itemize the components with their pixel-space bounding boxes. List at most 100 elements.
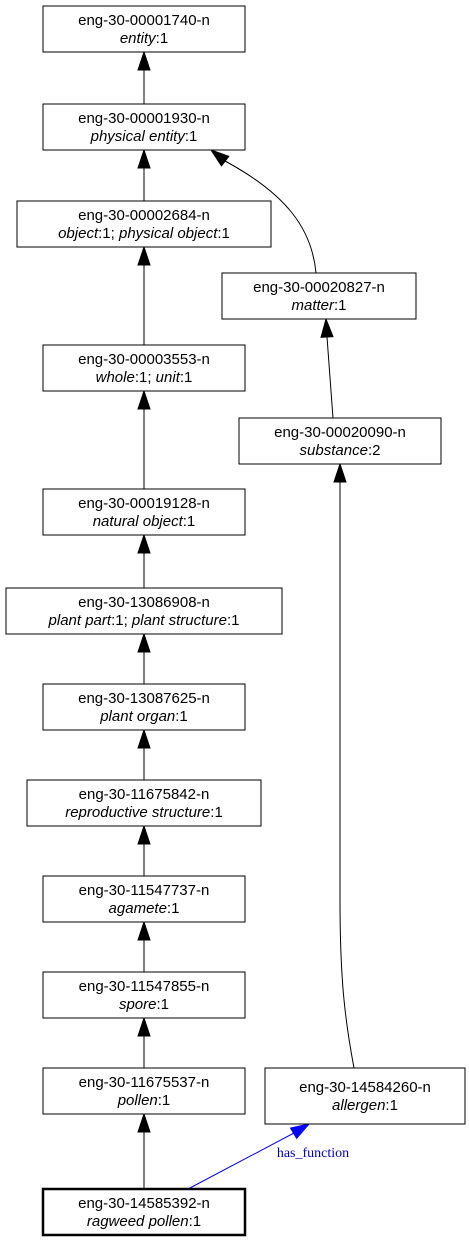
synset-lemmas: substance:2 xyxy=(300,442,381,459)
lemma-sense: :1 xyxy=(156,30,169,47)
synset-lemmas: matter:1 xyxy=(291,297,346,314)
lemma-sense: :1 xyxy=(189,1213,202,1230)
lemma-sense: :1 xyxy=(157,996,170,1013)
lemma-sense: :1 xyxy=(175,708,188,725)
synset-lemmas: entity:1 xyxy=(120,30,168,47)
lemma-sense: :1; xyxy=(111,612,132,629)
lemma-word: physical object xyxy=(118,225,218,242)
node-box xyxy=(42,683,246,731)
arrowhead-icon xyxy=(137,920,151,941)
lemma-word: unit xyxy=(156,369,181,386)
lemma-word: plant organ xyxy=(99,708,175,725)
arrowhead-icon xyxy=(289,1123,311,1140)
edge-object-to-physical_entity xyxy=(137,148,151,201)
edge-agamete-to-reproductive_structure xyxy=(137,824,151,876)
edge-matter-to-physical_entity xyxy=(209,149,317,274)
edge-ragweed_pollen-to-pollen xyxy=(137,1112,151,1189)
edge-natural_object-to-whole xyxy=(137,389,151,489)
synset-lemmas: physical entity:1 xyxy=(90,128,198,145)
edge-reproductive_structure-to-plant_organ xyxy=(137,728,151,780)
lemma-word: spore xyxy=(119,996,157,1013)
lemma-sense: :1; xyxy=(98,225,119,242)
lemma-word: allergen xyxy=(332,1097,385,1114)
edge-line xyxy=(224,160,317,274)
node-box xyxy=(42,344,246,392)
synset-id: eng-30-14584260-n xyxy=(299,1079,431,1096)
arrowhead-icon xyxy=(209,149,230,167)
synset-id: eng-30-13086908-n xyxy=(78,594,210,611)
synset-id: eng-30-11547737-n xyxy=(79,882,210,899)
arrowhead-icon xyxy=(137,245,151,266)
arrowhead-icon xyxy=(333,462,347,483)
synset-id: eng-30-00002684-n xyxy=(78,207,210,224)
synset-id: eng-30-00001740-n xyxy=(78,12,210,29)
lemma-sense: :1 xyxy=(183,513,196,530)
edge-whole-to-object xyxy=(137,245,151,345)
lemma-word: whole xyxy=(96,369,135,386)
arrowhead-icon xyxy=(137,148,151,169)
synset-id: eng-30-11547855-n xyxy=(79,978,210,995)
lemma-word: agamete xyxy=(109,900,167,917)
edge-ragweed_pollen-to-allergen: has_function xyxy=(187,1123,349,1190)
lemma-sense: :1 xyxy=(210,804,223,821)
lemma-sense: :1 xyxy=(385,1097,398,1114)
lemma-word: plant part xyxy=(48,612,112,629)
synset-lemmas: ragweed pollen:1 xyxy=(87,1213,201,1230)
arrowhead-icon xyxy=(137,389,151,410)
arrowhead-icon xyxy=(137,824,151,845)
synset-lemmas: agamete:1 xyxy=(109,900,180,917)
arrowhead-icon xyxy=(137,728,151,749)
arrowhead-icon xyxy=(137,50,151,71)
synset-lemmas: natural object:1 xyxy=(93,513,196,530)
node-box xyxy=(42,5,246,53)
synset-lemmas: whole:1; unit:1 xyxy=(96,369,193,386)
lemma-sense: :1; xyxy=(135,369,156,386)
edge-physical_entity-to-entity xyxy=(137,50,151,104)
lemma-word: reproductive structure xyxy=(65,804,210,821)
synset-lemmas: allergen:1 xyxy=(332,1097,398,1114)
synset-lemmas: reproductive structure:1 xyxy=(65,804,223,821)
lemma-word: substance xyxy=(300,442,368,459)
synset-lemmas: plant organ:1 xyxy=(99,708,188,725)
node-box xyxy=(42,971,246,1019)
edge-spore-to-agamete xyxy=(137,920,151,972)
edge-label: has_function xyxy=(277,1146,349,1161)
synset-lemmas: object:1; physical object:1 xyxy=(58,225,230,242)
node-box xyxy=(26,779,262,827)
lemma-sense: :1 xyxy=(167,900,180,917)
synset-id: eng-30-11675537-n xyxy=(79,1074,210,1091)
edge-line xyxy=(187,1132,295,1190)
lemma-word: ragweed pollen xyxy=(87,1213,189,1230)
lemma-word: physical entity xyxy=(90,128,187,145)
node-box xyxy=(42,488,246,536)
lemma-sense: :1 xyxy=(217,225,230,242)
arrowhead-icon xyxy=(320,317,334,338)
node-box xyxy=(221,272,417,320)
arrowhead-icon xyxy=(137,1016,151,1037)
synset-lemmas: spore:1 xyxy=(119,996,169,1013)
synset-id: eng-30-00020827-n xyxy=(253,279,385,296)
synset-id: eng-30-11675842-n xyxy=(79,786,210,803)
edge-line xyxy=(339,482,355,1069)
synset-id: eng-30-00019128-n xyxy=(78,495,210,512)
lemma-word: natural object xyxy=(93,513,184,530)
lemma-word: matter xyxy=(291,297,335,314)
edge-pollen-to-spore xyxy=(137,1016,151,1068)
